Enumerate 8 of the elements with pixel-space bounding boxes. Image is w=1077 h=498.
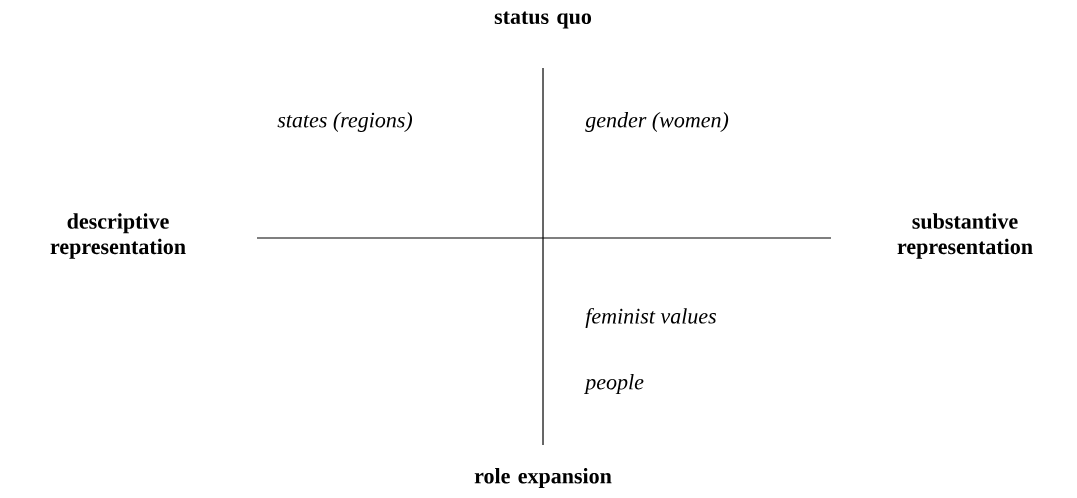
quadrant-label: feminist values bbox=[585, 307, 716, 329]
quadrant-label: states (regions) bbox=[277, 112, 413, 132]
axis-label: descriptive representation bbox=[50, 213, 186, 259]
quadrant-label: gender (women) bbox=[585, 112, 729, 132]
quadrant-label: people bbox=[584, 374, 644, 394]
axis-label: role expansion bbox=[474, 468, 612, 488]
axis-label: status quo bbox=[494, 11, 592, 29]
axis-label: substantive representation bbox=[897, 213, 1033, 259]
